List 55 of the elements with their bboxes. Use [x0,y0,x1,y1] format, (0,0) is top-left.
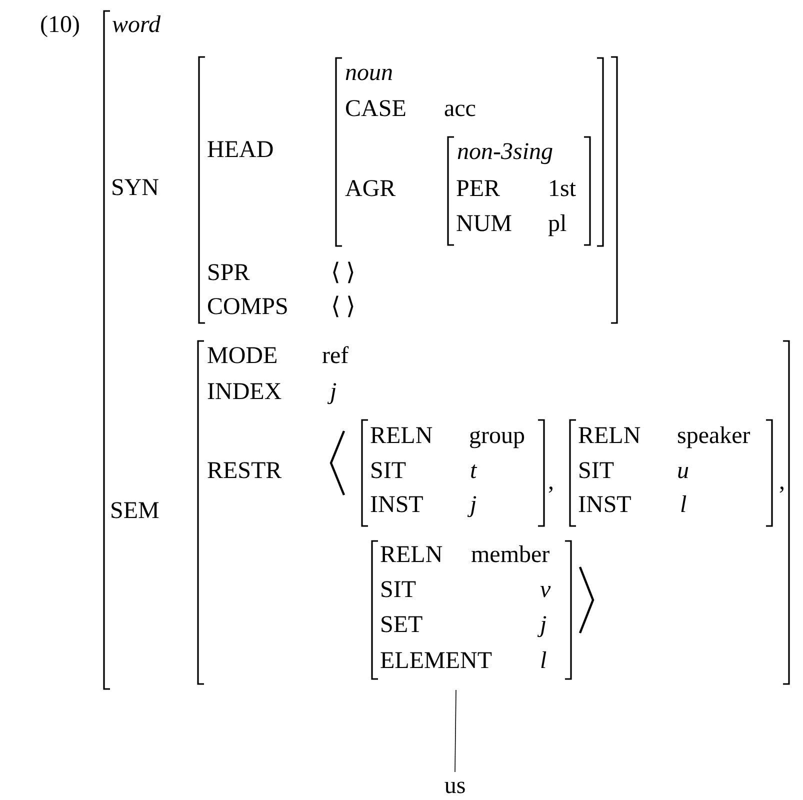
feature-name: HEAD [207,136,274,164]
feature-value: u [677,457,689,485]
attribute-value-matrix [371,540,572,680]
feature-name: SET [380,611,423,639]
feature-value: 1st [548,175,576,203]
feature-name: MODE [207,342,278,370]
feature-value: v [540,576,551,604]
type-label: non-3sing [457,138,553,166]
feature-name: INST [370,491,424,519]
feature-value: j [470,491,477,519]
feature-name: RESTR [207,457,282,485]
feature-value: ⟨ ⟩ [331,293,355,321]
attribute-value-matrix [447,136,591,246]
attribute-value-matrix [361,419,545,527]
type-label: word [112,11,160,39]
feature-name: SIT [380,576,416,604]
feature-name: SPR [207,259,250,287]
feature-name: PER [456,175,500,203]
feature-name: SIT [578,457,614,485]
feature-name: ELEMENT [380,647,492,675]
feature-name: RELN [578,422,641,450]
feature-value: l [680,491,687,519]
feature-value: ⟨ ⟩ [331,259,355,287]
feature-value: pl [548,210,567,238]
feature-name: SEM [110,497,160,525]
feature-name: INST [578,491,632,519]
feature-value: acc [444,95,476,123]
attribute-value-matrix [335,57,604,247]
feature-name: COMPS [207,293,288,321]
feature-name: AGR [345,175,396,203]
feature-value: t [470,457,477,485]
feature-name: SYN [111,174,160,202]
feature-value: member [471,541,550,569]
feature-name: RELN [380,541,443,569]
type-label: noun [345,59,393,87]
list-comma: , [548,468,554,496]
feature-value: j [330,378,337,406]
feature-value: group [469,422,525,450]
feature-name: RELN [370,422,433,450]
example-number: (10) [40,11,80,39]
attribute-value-matrix [197,340,790,685]
feature-value: j [540,611,547,639]
list-comma: , [779,468,785,496]
leaf-word: us [440,772,470,800]
attribute-value-matrix [198,56,618,324]
feature-name: INDEX [207,378,282,406]
feature-name: NUM [456,210,512,238]
tree-line [454,690,456,772]
attribute-value-matrix [103,10,793,690]
feature-value: ref [322,342,349,370]
feature-value: l [540,647,547,675]
attribute-value-matrix [569,419,773,527]
feature-name: CASE [345,95,406,123]
feature-value: speaker [677,422,750,450]
feature-name: SIT [370,457,406,485]
